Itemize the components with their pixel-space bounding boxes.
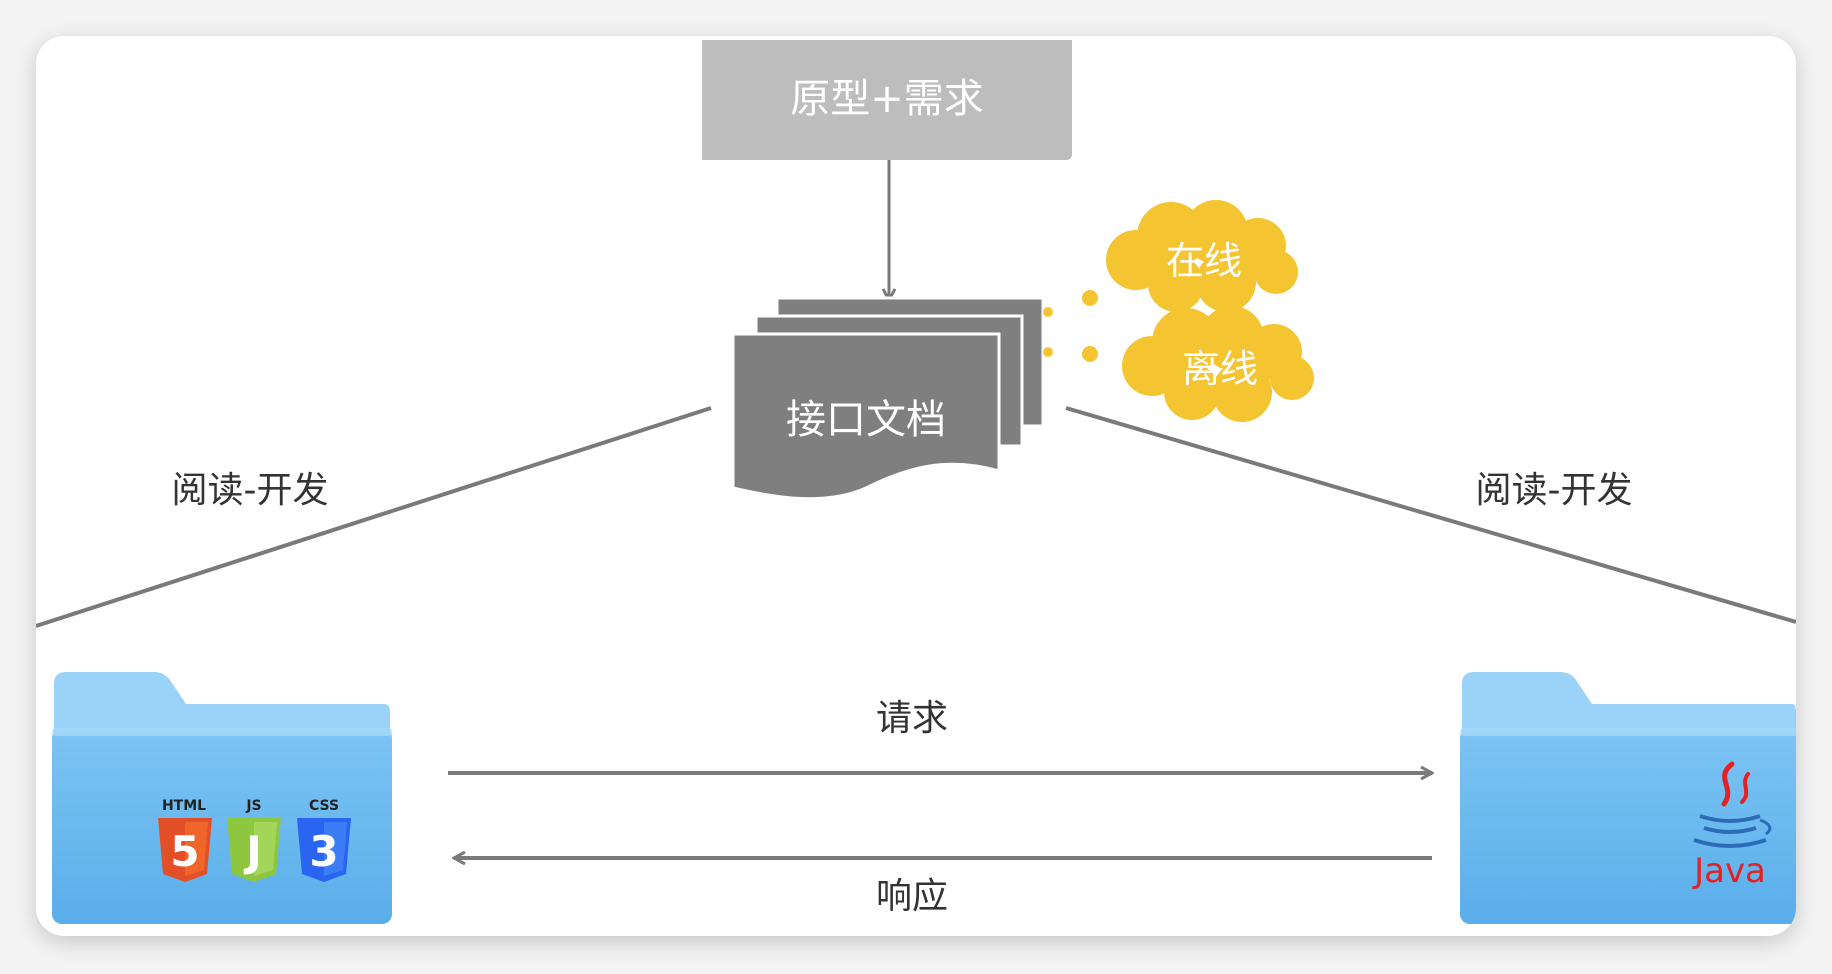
offline-label: 离线 [1182, 347, 1258, 391]
offline-cloud: 离线 [1122, 306, 1314, 422]
api-doc-diagram: 原型+需求 接口文档 在线 离线 [36, 40, 1796, 924]
js-text: JS [245, 798, 261, 814]
js-icon: JS J [227, 798, 281, 882]
prototype-box-shape [702, 40, 1072, 160]
diagram-card: 原型+需求 接口文档 在线 离线 [36, 36, 1796, 936]
api-document-stack: 接口文档 [731, 296, 1045, 501]
java-text: Java [1692, 851, 1766, 891]
backend-folder: Java [1460, 672, 1796, 924]
js-glyph: J [243, 827, 262, 876]
css3-icon: CSS 3 [297, 798, 351, 882]
backend-folder-back [1462, 672, 1796, 736]
left-diagonal-line [36, 406, 712, 628]
request-label: 请求 [876, 698, 948, 739]
api-document-label: 接口文档 [786, 397, 946, 443]
online-cloud: 在线 [1106, 200, 1298, 312]
online-label: 在线 [1166, 239, 1242, 283]
thought-dots [1043, 290, 1098, 362]
css-text: CSS [309, 798, 339, 814]
html5-digit: 5 [170, 827, 199, 876]
prototype-requirements-label: 原型+需求 [790, 76, 984, 122]
right-diagonal-line [1065, 406, 1796, 624]
java-icon: Java [1692, 761, 1772, 891]
html5-icon: HTML 5 [158, 798, 212, 882]
backend-folder-front [1460, 728, 1796, 924]
document-sheet-front [731, 332, 1001, 501]
right-read-develop-label: 阅读-开发 [1476, 470, 1633, 511]
css3-digit: 3 [309, 827, 338, 876]
frontend-folder-back [54, 672, 390, 736]
response-label: 响应 [876, 876, 948, 917]
prototype-requirements-box: 原型+需求 [702, 40, 1072, 160]
frontend-folder: HTML 5 JS J CSS 3 [52, 672, 392, 924]
left-read-develop-label: 阅读-开发 [172, 470, 329, 511]
html-text: HTML [162, 798, 206, 814]
